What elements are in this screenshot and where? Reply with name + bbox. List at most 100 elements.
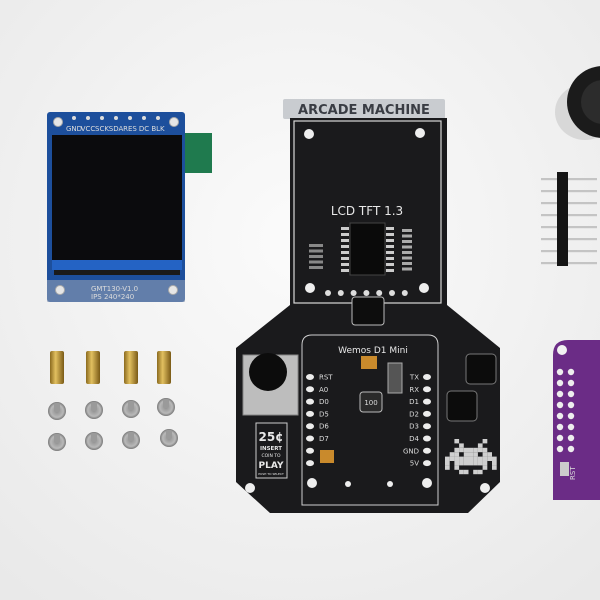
lcd-screen — [52, 135, 182, 260]
board-pad — [556, 401, 564, 409]
ic-pad — [341, 257, 349, 260]
inductor-label: 100 — [364, 399, 377, 407]
header-body — [557, 172, 568, 266]
header-pin — [541, 190, 597, 193]
pin-pad — [306, 386, 314, 393]
header-pin — [541, 178, 597, 181]
joystick-knob-icon — [249, 353, 287, 391]
invader-pixel — [463, 461, 469, 466]
pin-pad — [423, 398, 431, 405]
invader-pixel — [459, 469, 464, 475]
invader-pixel — [445, 456, 450, 461]
screw-thread — [163, 399, 169, 408]
reset-button — [560, 462, 569, 476]
invader-pixel — [492, 456, 497, 461]
invader-pixel — [473, 461, 478, 466]
invader-pixel — [477, 461, 483, 466]
lcd-pin-label: BLK — [151, 125, 165, 133]
invader-pixel — [459, 443, 464, 448]
screw-thread — [166, 430, 172, 439]
ic-pad — [386, 251, 394, 254]
board-pad — [556, 412, 564, 420]
screw-thread — [128, 401, 134, 410]
pin-pad — [423, 423, 431, 430]
lcd-pin-pad — [128, 116, 132, 120]
mounting-hole — [480, 483, 490, 493]
header-pin — [541, 226, 597, 229]
ic-pad — [386, 233, 394, 236]
lcd-pin-label: DC — [139, 125, 149, 133]
lcd-pin-pad — [114, 116, 118, 120]
header-pin — [541, 250, 597, 253]
smd-pad — [309, 266, 323, 269]
mounting-hole — [422, 478, 432, 488]
pin-pad — [423, 435, 431, 442]
svg-text:25¢: 25¢ — [258, 430, 283, 444]
screw-thread — [91, 402, 97, 411]
svg-text:PUSH TO SELECT: PUSH TO SELECT — [258, 472, 284, 476]
capacitor — [320, 450, 334, 463]
lcd-header-pad — [363, 290, 370, 296]
module-label: Wemos D1 Mini — [338, 346, 408, 356]
pin-pad — [306, 423, 314, 430]
invader-pixel — [468, 461, 474, 466]
board-pad — [556, 445, 564, 453]
pin-pad — [306, 460, 314, 467]
ic-pad — [341, 239, 349, 242]
invader-pixel — [492, 465, 497, 470]
header-pin — [541, 262, 597, 265]
invader-pixel — [473, 469, 478, 475]
lcd-pin-label: RES — [123, 125, 137, 133]
lcd-spec-label: IPS 240*240 — [91, 293, 134, 301]
invader-pixel — [445, 465, 450, 470]
regulator — [387, 362, 403, 394]
mounting-hole — [387, 481, 393, 487]
mounting-hole — [345, 481, 351, 487]
lcd-header-pad — [401, 290, 408, 296]
invader-pixel — [449, 452, 455, 457]
board-pad — [556, 390, 564, 398]
smd-pad — [402, 245, 412, 249]
pin-pad — [423, 410, 431, 417]
svg-text:INSERT: INSERT — [260, 446, 282, 452]
hardware — [48, 351, 178, 451]
lcd-label: LCD TFT 1.3 — [331, 204, 403, 218]
invader-pixel — [459, 447, 464, 453]
board-pad — [567, 412, 575, 420]
board-pad — [567, 368, 575, 376]
board-pad — [567, 445, 575, 453]
smd-pad — [402, 234, 412, 238]
invader-pixel — [482, 447, 488, 453]
invader-pixel — [473, 452, 478, 457]
smd-pad — [309, 249, 323, 253]
brass-spacer — [50, 351, 64, 384]
brass-spacer — [124, 351, 138, 384]
invader-pixel — [482, 452, 488, 457]
svg-text:PLAY: PLAY — [259, 461, 284, 471]
smd-pad — [309, 260, 323, 264]
header-pin — [541, 214, 597, 217]
pin-pad — [306, 410, 314, 417]
board-pad — [567, 401, 575, 409]
arcade-machine-pcb: ARCADE MACHINE LCD TFT 1.3 Wemos D1 Mini… — [236, 99, 500, 513]
ic-pad — [386, 257, 394, 260]
lcd-pin-label: SDA — [109, 125, 124, 133]
invader-pixel — [482, 461, 488, 466]
svg-text:COIN TO: COIN TO — [261, 453, 281, 459]
board-pad — [556, 368, 564, 376]
right-pin-label: D1 — [409, 398, 419, 406]
invader-pixel — [459, 461, 464, 466]
invader-pixel — [468, 456, 474, 461]
invader-pixel — [463, 469, 469, 475]
ic-pad — [341, 269, 349, 272]
button-b — [446, 390, 478, 422]
invader-pixel — [487, 452, 492, 457]
left-pin-label: RST — [319, 374, 333, 382]
invader-pixel — [468, 447, 474, 453]
pin-pad — [423, 386, 431, 393]
ic-pad — [341, 263, 349, 266]
lcd-header-pad — [325, 290, 331, 296]
invader-pixel — [487, 456, 492, 461]
pin-header — [541, 172, 597, 266]
